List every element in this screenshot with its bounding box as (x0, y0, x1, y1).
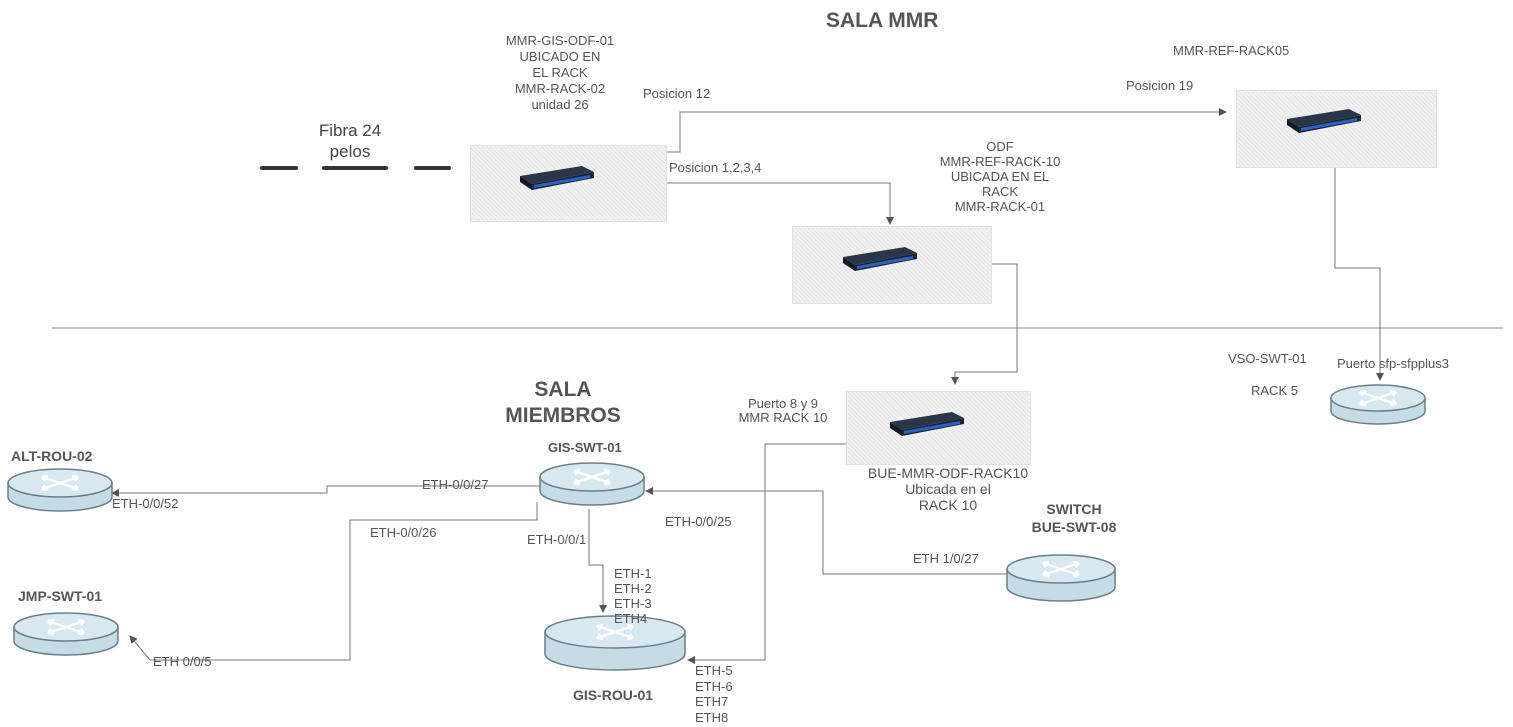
sala-mmr-title: SALA MMR (826, 9, 939, 32)
ref-rack05-pos19-label: Posicion 19 (1126, 78, 1194, 93)
link-odf01-rack10 (665, 182, 894, 225)
bue-odf-label: BUE-MMR-ODF-RACK10 Ubicada en el RACK 10 (867, 465, 1029, 513)
odf01-label: MMR-GIS-ODF-01 UBICADO EN EL RACK MMR-RA… (505, 33, 615, 112)
bue-swt-port-label: ETH 1/0/27 (913, 551, 979, 566)
jmp-swt-name: JMP-SWT-01 (18, 588, 103, 604)
ref-rack10-label: ODF MMR-REF-RACK-10 UBICADA EN EL RACK M… (939, 139, 1061, 214)
vso-rack-label: RACK 5 (1251, 383, 1298, 398)
alt-rou-port-label: ETH-0/0/52 (112, 496, 179, 511)
router-icon[interactable] (7, 468, 113, 512)
gis-rou-eth-b-label: ETH-5 ETH-6 ETH7 ETH8 (695, 663, 733, 725)
link-rack05-vso (1334, 168, 1384, 381)
gis-rou-name: GIS-ROU-01 (572, 687, 654, 703)
router-icon[interactable] (1330, 384, 1426, 425)
odf-box-bue-mmr-odf-rack10[interactable] (846, 391, 1031, 465)
fiber-label: Fibra 24 pelos (318, 121, 382, 161)
link-odf01-rack05 (665, 108, 1227, 153)
odf-box-mmr-ref-rack05[interactable] (1236, 90, 1437, 168)
odf01-pos12-label: Posicion 12 (643, 86, 711, 101)
gis-swt-p1-label: ETH-0/0/1 (527, 532, 587, 547)
odf-box-mmr-ref-rack-10[interactable] (792, 226, 992, 304)
router-icon[interactable] (1006, 554, 1116, 602)
link-gisswt-gisrou (588, 509, 607, 613)
odf-box-mmr-gis-odf-01[interactable] (470, 145, 667, 222)
ref-rack05-label: MMR-REF-RACK05 (1173, 43, 1290, 58)
link-bueswt-gisswt (645, 487, 1007, 575)
vso-port-label: Puerto sfp-sfpplus3 (1337, 356, 1450, 371)
gis-swt-p27-label: ETH-0/0/27 (422, 477, 489, 492)
gis-rou-eth-a-label: ETH-1 ETH-2 ETH-3 ETH4 (614, 566, 652, 626)
sala-miembros-title: SALA MIEMBROS (505, 378, 621, 427)
link-gisswt-alt (111, 485, 540, 497)
gis-swt-p25-label: ETH-0/0/25 (665, 514, 732, 529)
jmp-swt-port-label: ETH 0/0/5 (153, 654, 212, 669)
bue-swt-name: SWITCH BUE-SWT-08 (1031, 501, 1117, 535)
gis-swt-p26-label: ETH-0/0/26 (370, 525, 437, 540)
link-gisswt-jmp (129, 502, 538, 661)
link-bueodf-gisrou (687, 443, 860, 664)
bue-odf-puerto-label: Puerto 8 y 9 MMR RACK 10 (738, 396, 828, 425)
alt-rou-name: ALT-ROU-02 (11, 448, 93, 464)
gis-swt-name: GIS-SWT-01 (548, 440, 622, 455)
router-icon[interactable] (539, 462, 645, 506)
link-rack10-bueodf (951, 263, 1018, 385)
odf01-pos1234-label: Posicion 1,2,3,4 (669, 160, 762, 175)
router-icon[interactable] (544, 615, 686, 671)
vso-name: VSO-SWT-01 (1228, 351, 1307, 366)
router-icon[interactable] (13, 612, 119, 656)
